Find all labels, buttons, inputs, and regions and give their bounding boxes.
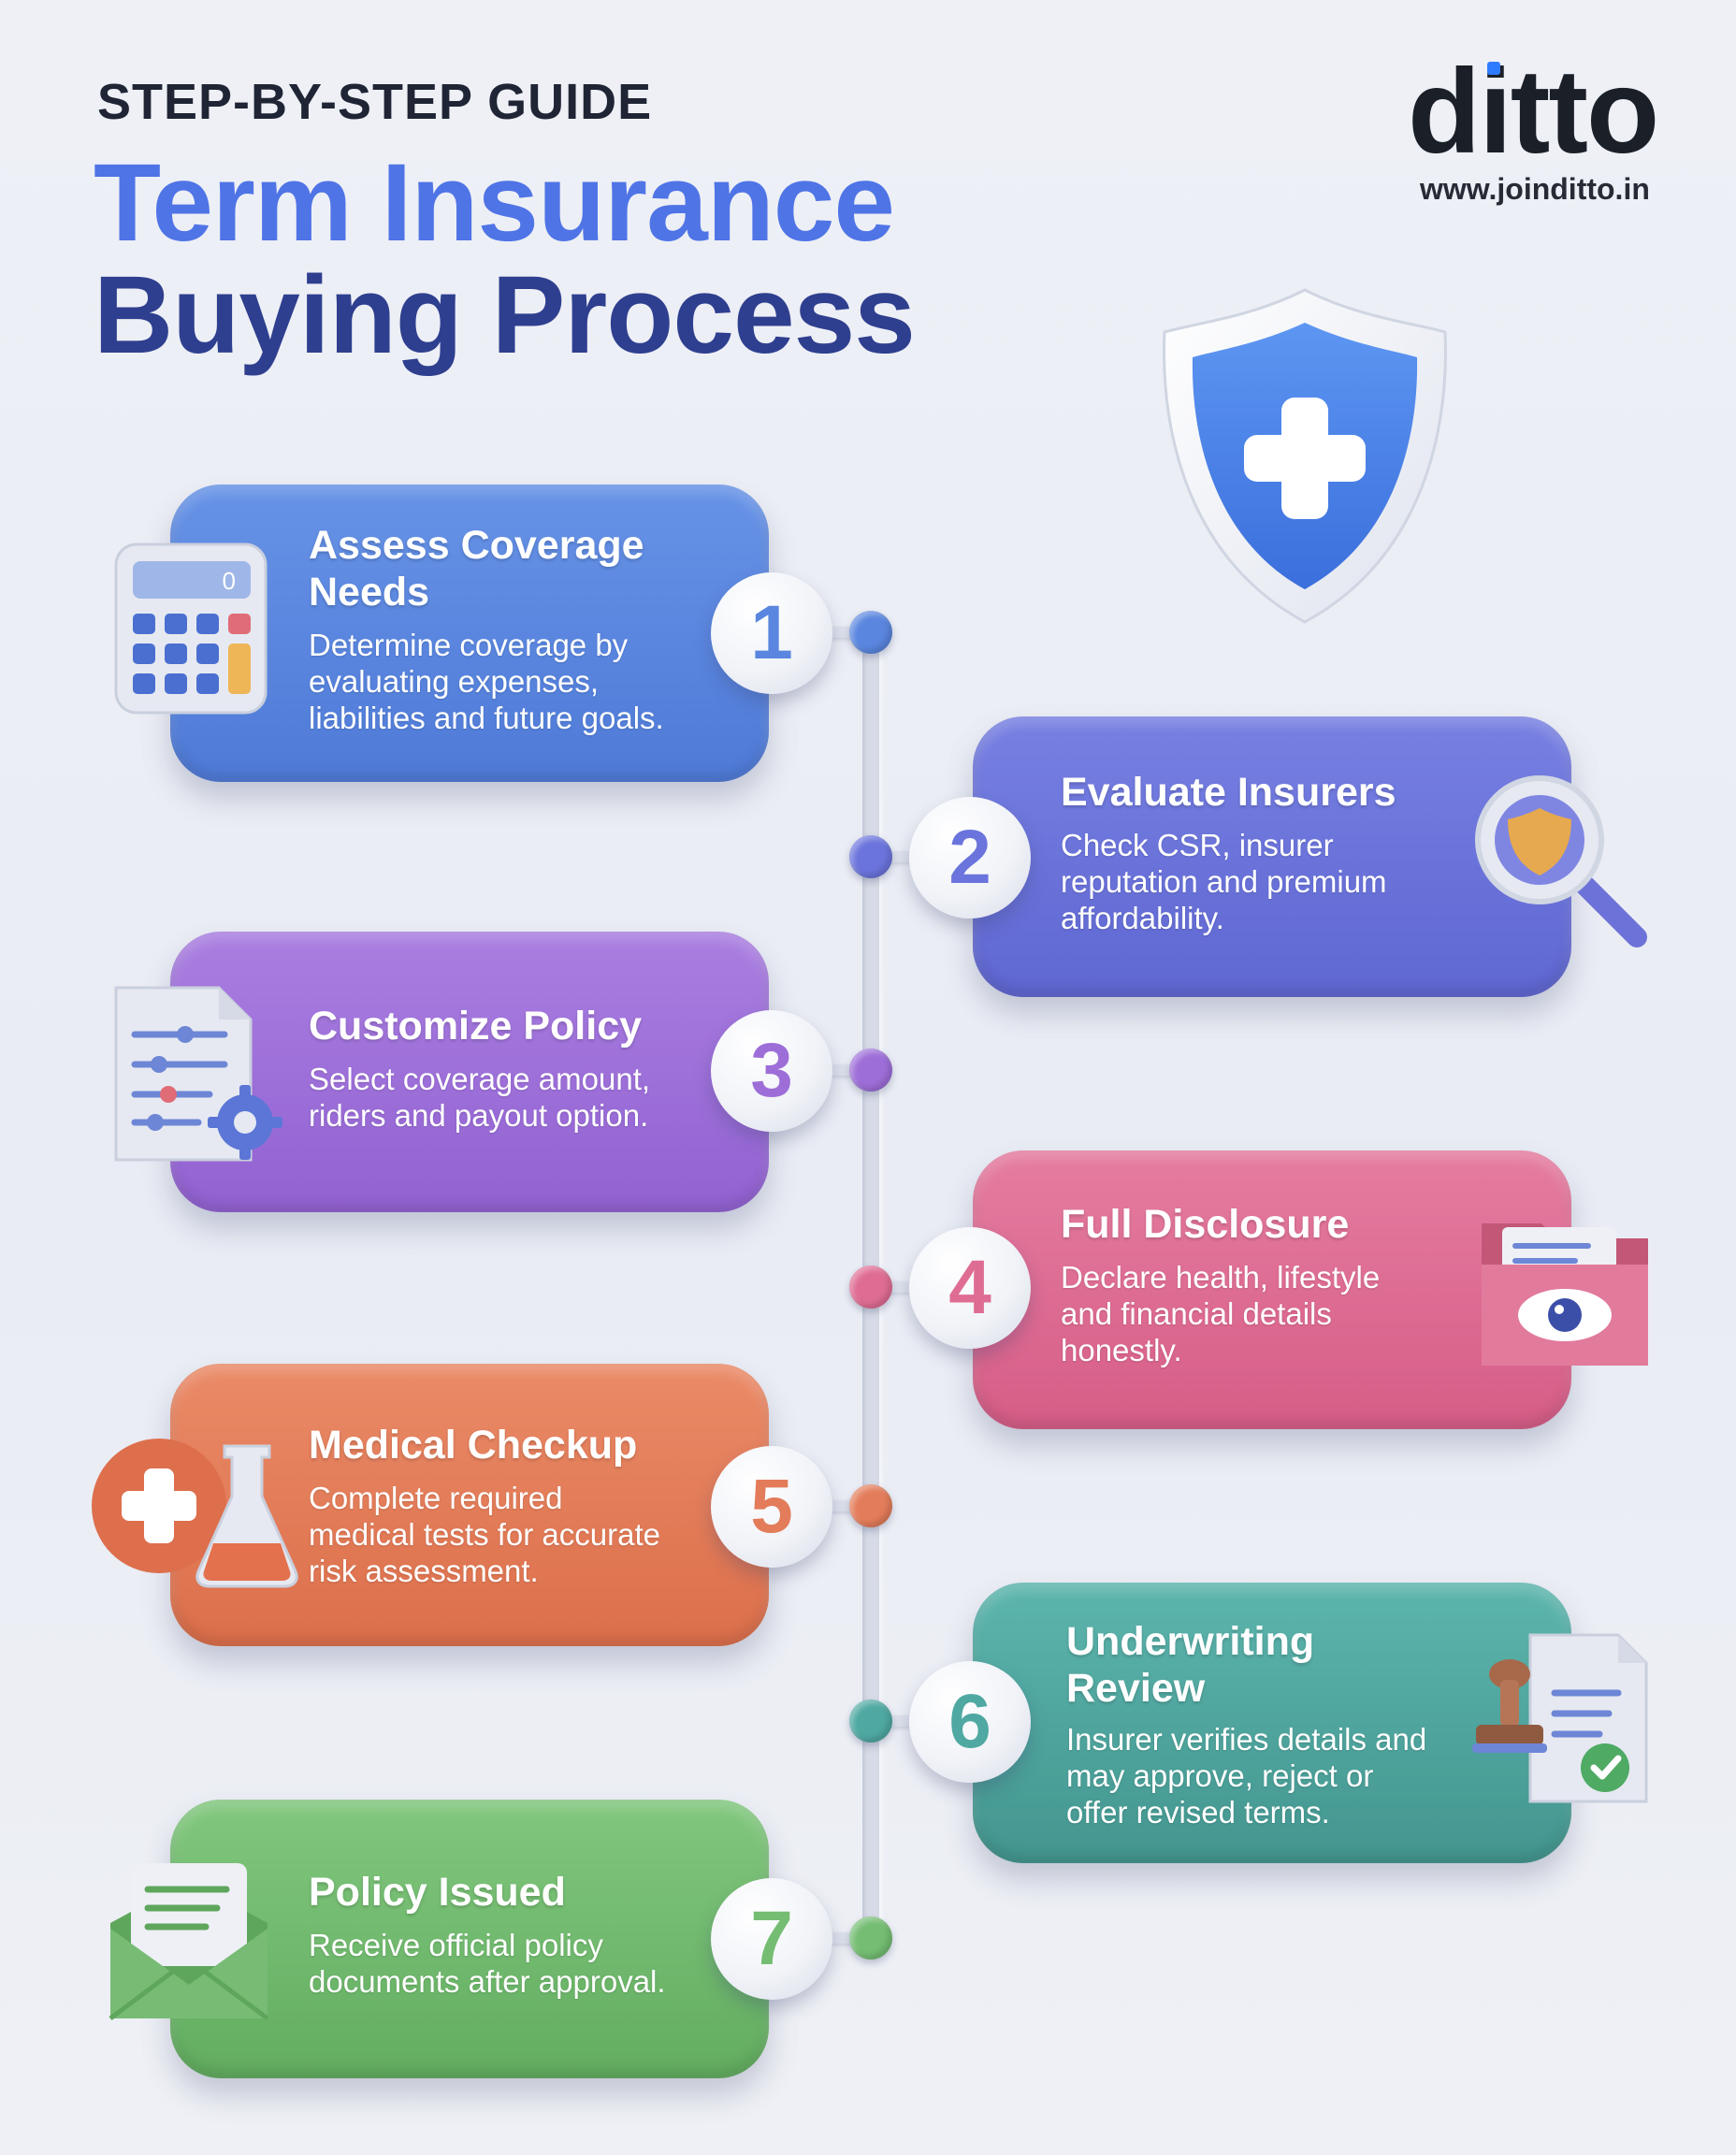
step-title: Policy Issued <box>309 1870 566 1915</box>
step-description: Receive official policy documents after … <box>309 1928 666 1999</box>
step-description: Insurer verifies details and may approve… <box>1066 1722 1427 1830</box>
step-number-4: 4 <box>909 1227 1031 1349</box>
timeline-dot-7 <box>849 1916 892 1960</box>
timeline-dot-5 <box>849 1484 892 1527</box>
step-card-2: Evaluate Insurers Check CSR, insurer rep… <box>973 716 1571 997</box>
folder-eye-icon <box>1476 1205 1654 1378</box>
step-number-5: 5 <box>711 1446 832 1568</box>
step-number-6: 6 <box>909 1661 1031 1783</box>
medical-flask-icon <box>90 1431 301 1595</box>
brand-website: www.joinditto.in <box>1420 172 1650 206</box>
step-description: Determine coverage by evaluating expense… <box>309 628 664 735</box>
step-card-7: Policy Issued Receive official policy do… <box>170 1800 769 2078</box>
brand-logo-dot <box>1487 62 1500 75</box>
page-title-line-1: Term Insurance <box>94 141 895 265</box>
step-description: Select coverage amount, riders and payou… <box>309 1062 651 1133</box>
settings-document-icon <box>108 980 286 1172</box>
step-card-3: Customize Policy Select coverage amount,… <box>170 932 769 1212</box>
eyebrow-label: STEP-BY-STEP GUIDE <box>97 74 653 130</box>
step-number-3: 3 <box>711 1010 832 1132</box>
timeline-dot-4 <box>849 1266 892 1309</box>
step-number-2: 2 <box>909 797 1031 918</box>
stamp-document-icon <box>1468 1627 1652 1815</box>
brand-logo: ditto <box>1408 45 1659 179</box>
step-description: Check CSR, insurer reputation and premiu… <box>1061 828 1387 935</box>
step-title: Customize Policy <box>309 1004 643 1049</box>
step-title: Assess Coverage Needs <box>309 523 644 615</box>
timeline-dot-2 <box>849 835 892 878</box>
page-title-line-2: Buying Process <box>94 253 916 377</box>
calculator-icon: 0 <box>112 541 271 723</box>
svg-text:0: 0 <box>223 567 236 595</box>
timeline-dot-3 <box>849 1049 892 1092</box>
step-number-1: 1 <box>711 572 832 694</box>
step-card-5: Medical Checkup Complete required medica… <box>170 1364 769 1646</box>
step-title: Evaluate Insurers <box>1061 770 1396 815</box>
timeline-dot-1 <box>849 611 892 654</box>
step-card-4: Full Disclosure Declare health, lifestyl… <box>973 1150 1571 1429</box>
step-title: Full Disclosure <box>1061 1202 1350 1247</box>
step-description: Complete required medical tests for accu… <box>309 1481 660 1588</box>
magnifier-shield-icon <box>1470 771 1654 959</box>
envelope-icon <box>105 1858 273 2031</box>
step-card-1: Assess Coverage Needs Determine coverage… <box>170 485 769 782</box>
step-title: Medical Checkup <box>309 1423 638 1468</box>
step-card-6: Underwriting Review Insurer verifies det… <box>973 1583 1571 1863</box>
step-title: Underwriting Review <box>1066 1619 1315 1711</box>
shield-plus-icon <box>1146 281 1464 636</box>
step-number-7: 7 <box>711 1878 832 2000</box>
timeline-dot-6 <box>849 1699 892 1743</box>
step-description: Declare health, lifestyle and financial … <box>1061 1260 1381 1367</box>
